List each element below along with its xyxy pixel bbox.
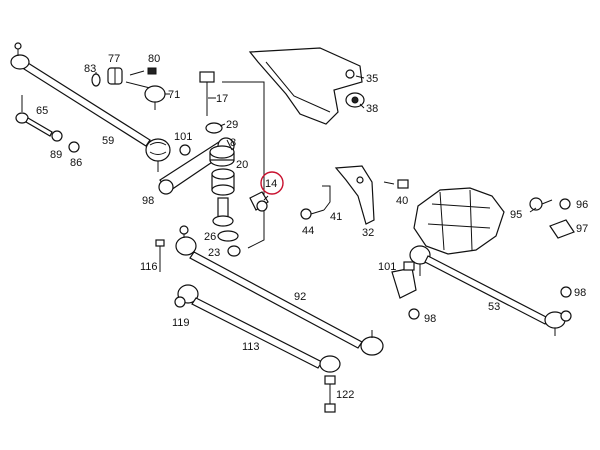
callout-17: 17 bbox=[216, 93, 228, 105]
drag-link-113 bbox=[177, 284, 341, 373]
highlight-ring-14 bbox=[260, 171, 284, 195]
nut-119 bbox=[174, 296, 186, 308]
callout-122: 122 bbox=[336, 389, 354, 401]
bolt-101-right bbox=[403, 261, 415, 271]
bolt-40 bbox=[383, 179, 409, 189]
callout-119: 119 bbox=[172, 317, 190, 329]
ball-joint-71 bbox=[125, 81, 166, 110]
callout-labels: 77 80 83 71 65 17 29 59 101 8 89 86 98 2… bbox=[36, 53, 588, 401]
callout-20: 20 bbox=[236, 159, 248, 171]
clamp-77-83 bbox=[91, 67, 123, 87]
bolt-17 bbox=[199, 71, 215, 116]
callout-29: 29 bbox=[226, 119, 238, 131]
callout-59: 59 bbox=[102, 135, 114, 147]
leader-lines bbox=[95, 72, 537, 213]
bushing-20 bbox=[211, 168, 235, 196]
callout-26: 26 bbox=[204, 231, 216, 243]
callout-80: 80 bbox=[148, 53, 160, 65]
callout-71: 71 bbox=[168, 89, 180, 101]
bolt-80 bbox=[129, 67, 157, 76]
bracket-frame bbox=[222, 81, 265, 249]
callout-77: 77 bbox=[108, 53, 120, 65]
washer-26 bbox=[217, 230, 239, 242]
callout-23: 23 bbox=[208, 247, 220, 259]
steering-gear-box bbox=[391, 187, 575, 299]
callout-97: 97 bbox=[576, 223, 588, 235]
bolt-65 bbox=[15, 95, 53, 137]
callout-41: 41 bbox=[330, 211, 342, 223]
bolt-122 bbox=[324, 375, 336, 413]
bracket-35 bbox=[248, 47, 363, 125]
callout-98-right-bottom: 98 bbox=[424, 313, 436, 325]
tie-rod-59 bbox=[10, 42, 171, 172]
callout-65: 65 bbox=[36, 105, 48, 117]
callout-96: 96 bbox=[576, 199, 588, 211]
callout-38: 38 bbox=[366, 103, 378, 115]
nut-89 bbox=[51, 130, 63, 142]
wrench-14 bbox=[249, 191, 269, 212]
callout-92: 92 bbox=[294, 291, 306, 303]
callout-101-right: 101 bbox=[378, 261, 396, 273]
callout-32: 32 bbox=[362, 227, 374, 239]
bushing-29 bbox=[205, 122, 223, 134]
callout-86: 86 bbox=[70, 157, 82, 169]
callout-83: 83 bbox=[84, 63, 96, 75]
nut-23 bbox=[227, 245, 241, 257]
callout-8: 8 bbox=[230, 137, 236, 149]
callout-14: 14 bbox=[265, 178, 277, 190]
drag-link-92 bbox=[175, 225, 384, 356]
callout-89: 89 bbox=[50, 149, 62, 161]
clip-41 bbox=[322, 185, 331, 211]
bracket-32 bbox=[334, 165, 375, 225]
nut-98-right-lower bbox=[408, 308, 420, 320]
callout-98-right-top: 98 bbox=[574, 287, 586, 299]
nut-98-right-edge bbox=[560, 286, 572, 298]
bushing-8 bbox=[209, 145, 235, 167]
callout-35: 35 bbox=[366, 73, 378, 85]
bushing-38 bbox=[345, 92, 365, 108]
callout-101-left: 101 bbox=[174, 131, 192, 143]
nut-86 bbox=[68, 141, 80, 153]
callout-116: 116 bbox=[140, 261, 158, 273]
callout-53: 53 bbox=[488, 301, 500, 313]
callout-98-left: 98 bbox=[142, 195, 154, 207]
tie-rod-53 bbox=[409, 245, 566, 336]
bolt-44 bbox=[300, 208, 325, 220]
nut-98-right-bottom bbox=[560, 310, 572, 322]
shaft-26 bbox=[212, 197, 234, 227]
callout-40: 40 bbox=[396, 195, 408, 207]
callout-95: 95 bbox=[510, 209, 522, 221]
callout-44: 44 bbox=[302, 225, 314, 237]
bolt-116 bbox=[155, 239, 165, 272]
callout-113: 113 bbox=[242, 341, 260, 353]
